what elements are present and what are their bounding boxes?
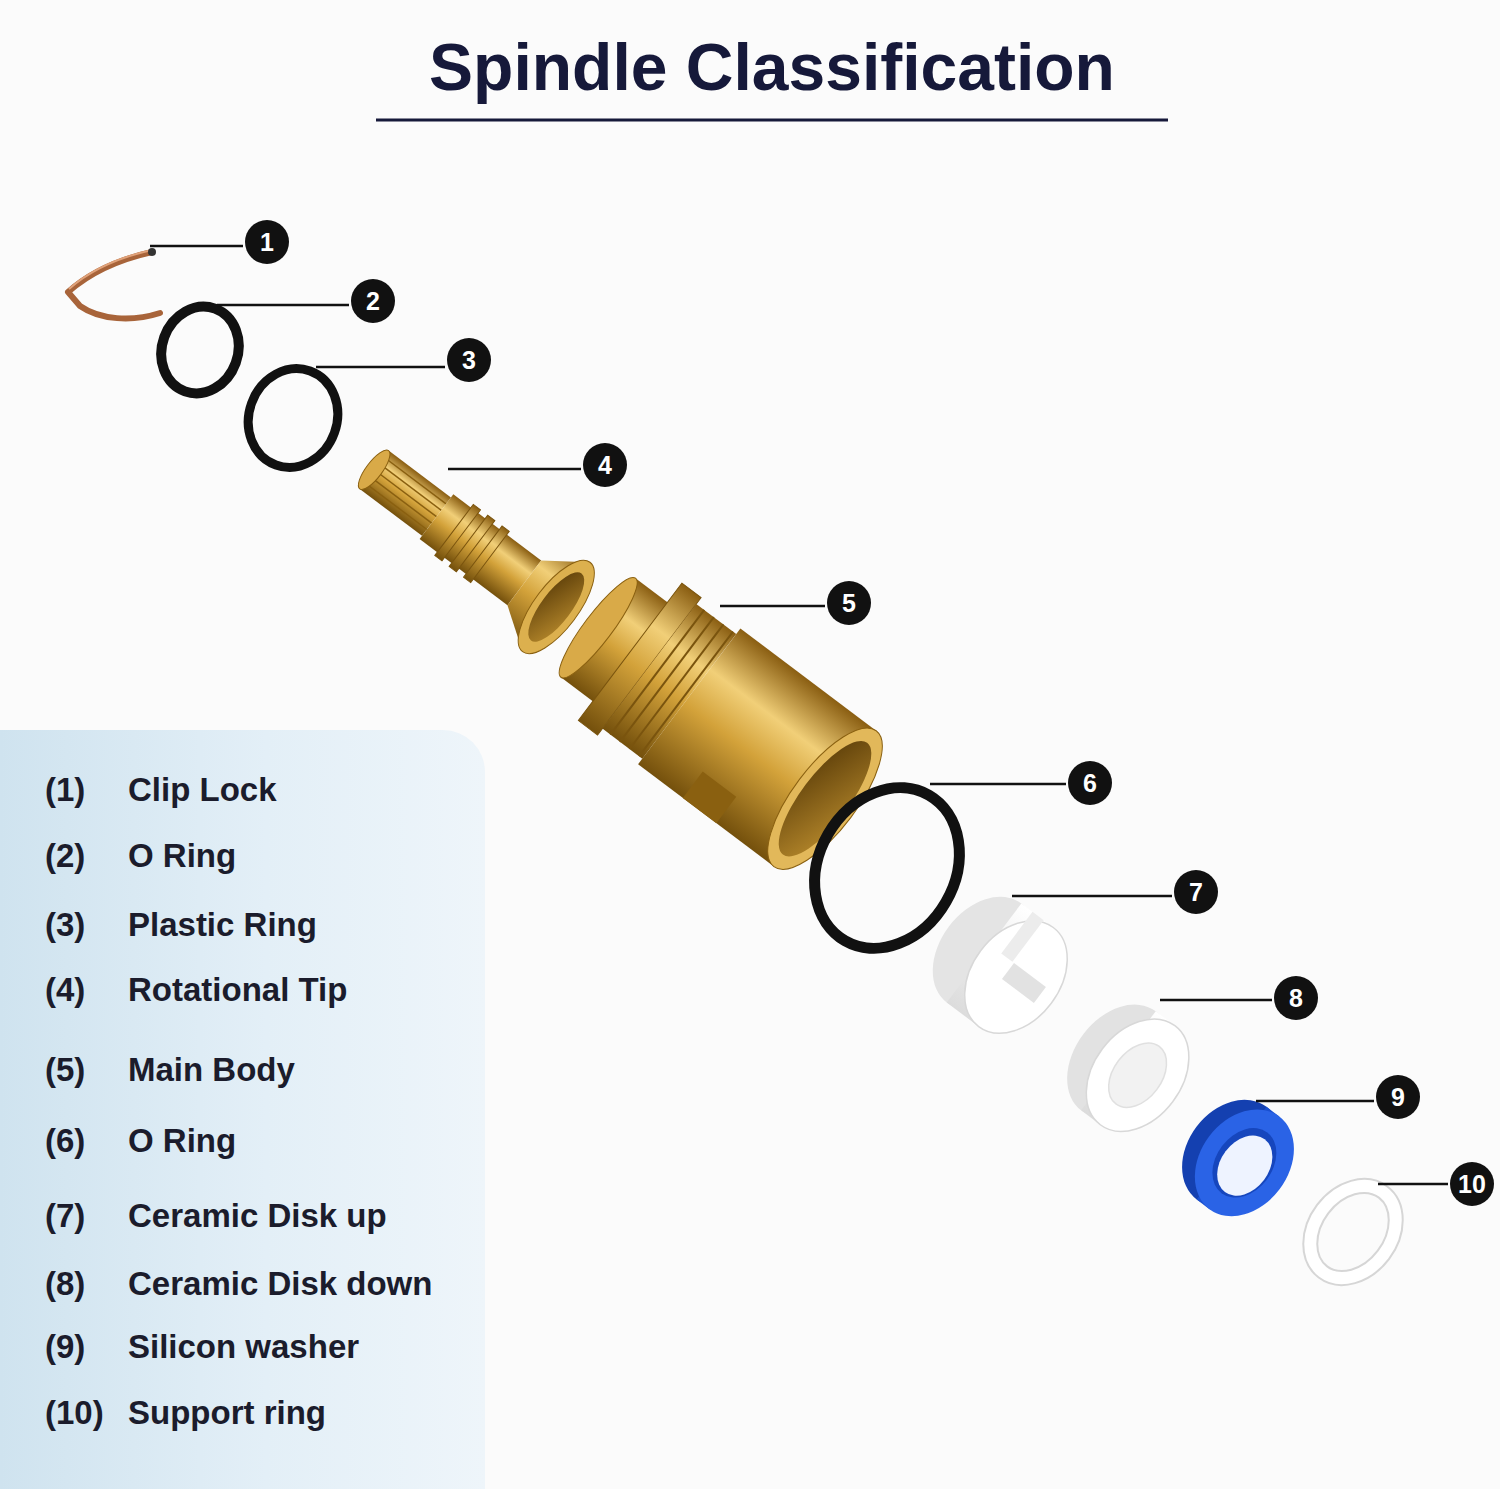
support-ring-part bbox=[1293, 1169, 1414, 1295]
ceramic-disk-up-part bbox=[1001, 912, 1043, 962]
rotational-tip-part bbox=[435, 504, 481, 561]
item-number: (9) bbox=[45, 1327, 85, 1367]
o-ring bbox=[149, 296, 251, 405]
main-body-part bbox=[683, 772, 736, 824]
support-ring bbox=[1293, 1169, 1414, 1295]
callout-number: 8 bbox=[1289, 986, 1303, 1011]
leader-lines-part bbox=[1012, 895, 1172, 898]
callout-circle: 3 bbox=[447, 338, 491, 382]
callout-number: 9 bbox=[1391, 1085, 1405, 1110]
silicon-washer-part bbox=[1174, 1090, 1314, 1236]
item-number: (6) bbox=[45, 1121, 85, 1161]
callout-number: 5 bbox=[842, 591, 856, 616]
callout-number: 6 bbox=[1083, 771, 1097, 796]
rotational-tip bbox=[334, 420, 607, 665]
part-name: Rotational Tip bbox=[128, 970, 347, 1010]
ceramic-disk-up-part bbox=[1002, 963, 1046, 1003]
leader-lines-part bbox=[316, 366, 445, 369]
ceramic-disk-down-part bbox=[1065, 999, 1210, 1151]
main-body bbox=[535, 551, 902, 887]
callout-number: 10 bbox=[1458, 1172, 1486, 1197]
part-name: O Ring bbox=[128, 1121, 236, 1161]
main-body-part bbox=[748, 712, 901, 886]
callout-circle: 1 bbox=[245, 220, 289, 264]
callout-circle: 4 bbox=[583, 443, 627, 487]
part-name: Silicon washer bbox=[128, 1327, 359, 1367]
silicon-washer bbox=[1162, 1080, 1315, 1235]
ceramic-disk-up-part bbox=[944, 901, 1089, 1053]
ceramic-disk-down-part bbox=[1097, 1032, 1179, 1118]
silicon-washer-part bbox=[1199, 1116, 1289, 1210]
item-number: (3) bbox=[45, 905, 85, 945]
leader-lines-part bbox=[930, 783, 1066, 786]
callout-circle: 2 bbox=[351, 279, 395, 323]
item-number: (5) bbox=[45, 1050, 85, 1090]
title-underline bbox=[376, 119, 1168, 122]
part-name: O Ring bbox=[128, 836, 236, 876]
rotational-tip-part bbox=[464, 526, 510, 583]
callout-number: 4 bbox=[598, 453, 612, 478]
rotational-tip-part bbox=[374, 470, 436, 517]
rotational-tip-part bbox=[353, 446, 395, 494]
callout-circle: 6 bbox=[1068, 761, 1112, 805]
plastic-ring bbox=[235, 356, 352, 480]
leader-lines-part bbox=[720, 605, 825, 608]
callout-circle: 8 bbox=[1274, 976, 1318, 1020]
callout-number: 3 bbox=[462, 348, 476, 373]
rotational-tip-part bbox=[369, 476, 431, 523]
rotational-tip-part bbox=[365, 483, 427, 530]
part-name: Ceramic Disk down bbox=[128, 1264, 432, 1304]
callout-number: 1 bbox=[260, 230, 274, 255]
part-name: Ceramic Disk up bbox=[128, 1196, 387, 1236]
leader-lines-part bbox=[217, 304, 349, 307]
callout-circle: 5 bbox=[827, 581, 871, 625]
leader-lines-part bbox=[1378, 1183, 1448, 1186]
part-name: Plastic Ring bbox=[128, 905, 317, 945]
diagram-title: Spindle Classification bbox=[300, 30, 1244, 106]
part-name: Support ring bbox=[128, 1393, 326, 1433]
leader-lines-part bbox=[150, 245, 243, 248]
ceramic-disk-down bbox=[1046, 985, 1210, 1151]
clip-lock bbox=[68, 248, 160, 318]
leader-lines-part bbox=[448, 468, 581, 471]
part-name: Main Body bbox=[128, 1050, 295, 1090]
part-name: Clip Lock bbox=[128, 770, 277, 810]
clip-lock-part bbox=[69, 250, 152, 289]
rotational-tip-part bbox=[384, 457, 446, 504]
clip-lock-part bbox=[148, 248, 156, 256]
support-ring-part bbox=[1293, 1169, 1414, 1295]
rotational-tip-part bbox=[449, 515, 495, 572]
item-number: (2) bbox=[45, 836, 85, 876]
silicon-washer-part bbox=[1206, 1125, 1284, 1207]
callout-number: 2 bbox=[366, 289, 380, 314]
callout-circle: 10 bbox=[1450, 1162, 1494, 1206]
callout-circle: 9 bbox=[1376, 1075, 1420, 1119]
ceramic-disk-up bbox=[912, 877, 1089, 1053]
leader-lines-part bbox=[1256, 1100, 1374, 1103]
rotational-tip-part bbox=[379, 463, 441, 510]
leader-lines-part bbox=[1160, 999, 1272, 1002]
item-number: (7) bbox=[45, 1196, 85, 1236]
callout-number: 7 bbox=[1189, 880, 1203, 905]
item-number: (1) bbox=[45, 770, 85, 810]
item-number: (10) bbox=[45, 1393, 104, 1433]
item-number: (4) bbox=[45, 970, 85, 1010]
callout-circle: 7 bbox=[1174, 870, 1218, 914]
legend-panel: (1) Clip Lock (2) O Ring (3) Plastic Ring (4) R… bbox=[0, 730, 485, 1489]
item-number: (8) bbox=[45, 1264, 85, 1304]
